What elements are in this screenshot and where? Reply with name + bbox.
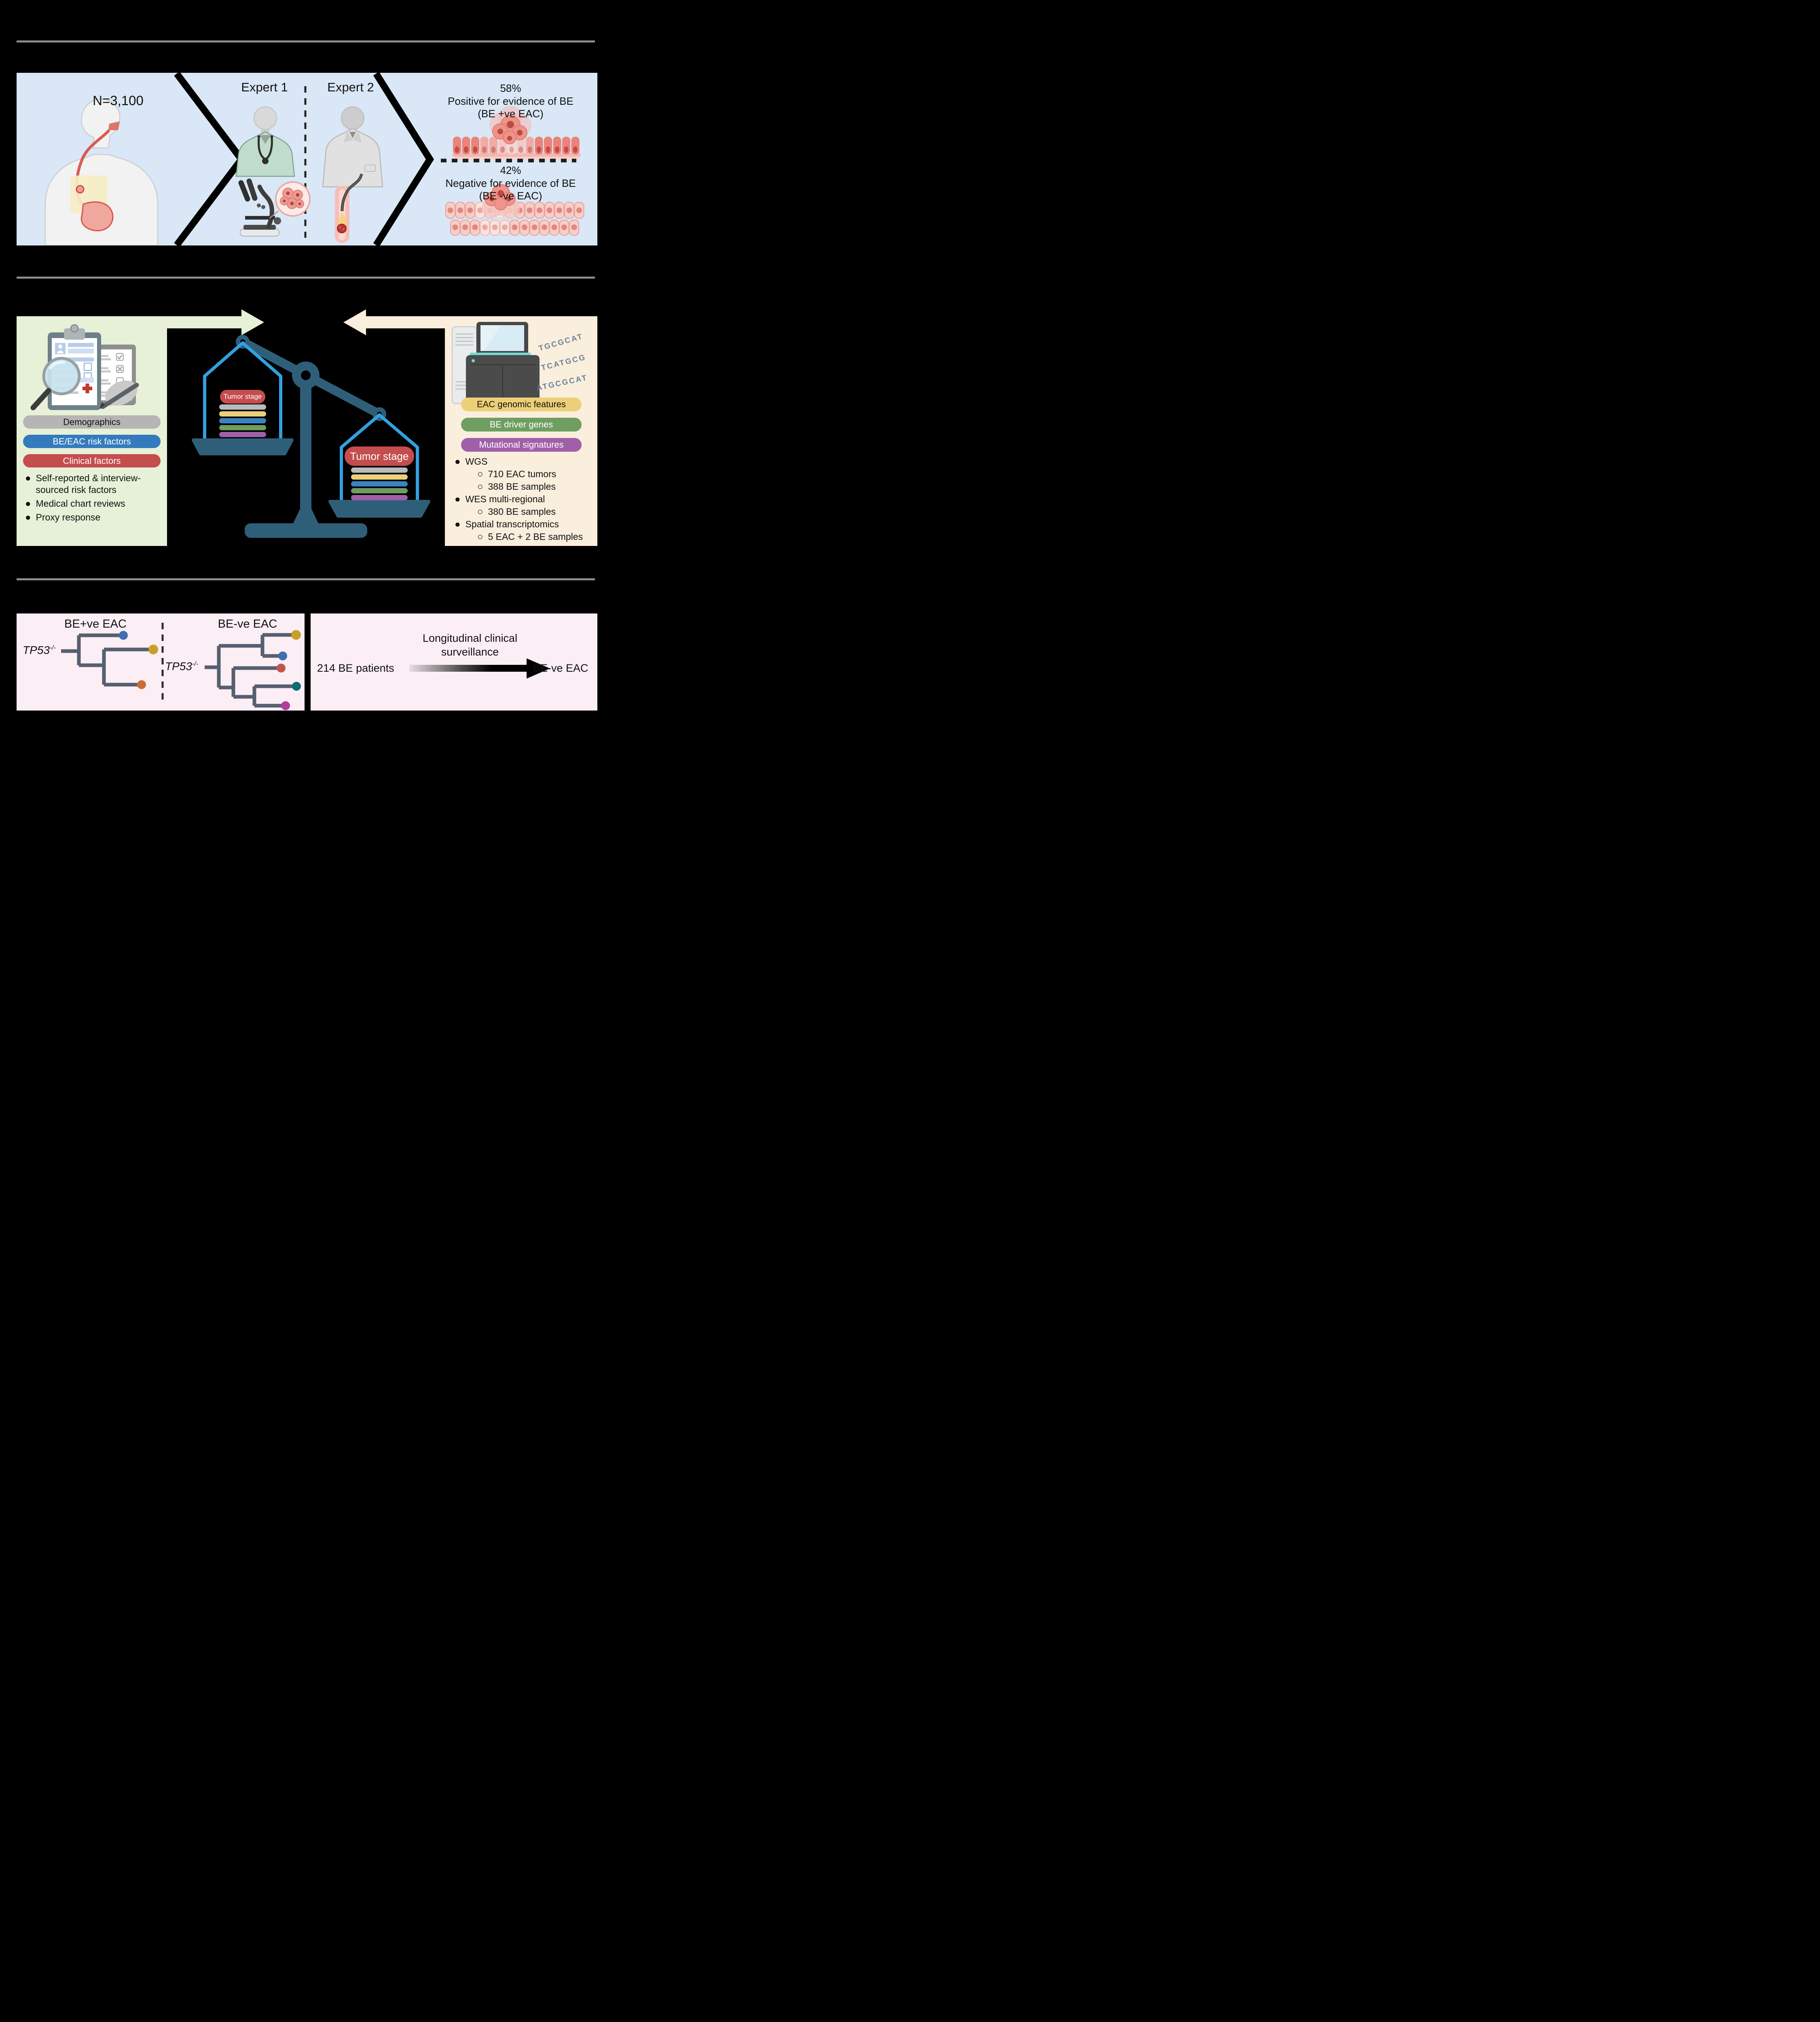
negative-summary: 42% Negative for evidence of BE (BE -ve … [439,164,582,203]
tumor-stage-stack-right [351,467,408,500]
negative-line1: Negative for evidence of BE [445,177,576,189]
positive-summary: 58% Positive for evidence of BE (BE +ve … [439,82,582,121]
negative-pct: 42% [500,164,521,176]
outcome-label: BE-ve EAC [533,662,588,674]
genomic-sub-wes-samples: ○ 380 BE samples [477,506,597,518]
pill-eac-genomic-features: EAC genomic features [461,398,582,411]
genomic-sub-be-samples: ○ 388 BE samples [477,480,597,493]
expert2-label: Expert 2 [327,80,374,94]
bullet-dot-icon: ● [25,512,31,523]
positive-line2: (BE +ve EAC) [478,108,544,120]
bullet-dot-icon: ● [25,473,31,484]
genomic-sub-spatial-samples: ○ 5 EAC + 2 BE samples [477,531,597,543]
gene-symbol: TP53 [165,660,192,673]
clinical-bullets: ● Self-reported & interview-sourced risk… [25,472,165,525]
genomic-bullet-wgs-text: WGS [465,456,488,467]
pill-be-driver-genes: BE driver genes [461,418,582,431]
genomic-bullet-spatial: ● Spatial transcriptomics [455,518,597,531]
gene-genotype: -/- [192,660,199,668]
section-divider-1 [17,40,595,42]
bullet-circle-icon: ○ [477,481,483,492]
genomic-sub-spatial-samples-text: 5 EAC + 2 BE samples [488,531,583,542]
tree-right-title: BE-ve EAC [218,618,277,630]
bullet-circle-icon: ○ [477,506,483,517]
genomic-sub-be-samples-text: 388 BE samples [488,481,556,492]
tumor-stage-right-pill: Tumor stage [345,446,414,466]
surveillance-label: Longitudinal clinical surveillance [412,632,528,659]
genomic-sub-eac-tumors-text: 710 EAC tumors [488,468,557,479]
clinical-arrow-icon [166,309,264,335]
clinical-bullet-1: ● Self-reported & interview-sourced risk… [25,472,165,496]
clinical-bullet-2-text: Medical chart reviews [36,498,125,509]
positive-pct: 58% [500,82,521,94]
clinical-bullet-1-text: Self-reported & interview-sourced risk f… [36,473,141,495]
tree-left-title: BE+ve EAC [64,618,127,630]
gene-genotype: -/- [49,644,56,651]
section-divider-2 [17,277,595,279]
bullet-dot-icon: ● [25,498,31,509]
gene-symbol: TP53 [23,644,50,656]
cohort-label: N=3,100 [93,93,144,108]
genomic-sub-wes-samples-text: 380 BE samples [488,506,556,517]
phylo-box [17,613,305,711]
tp53-label-left: TP53-/- [23,644,56,657]
clinical-bullet-3: ● Proxy response [25,512,165,524]
pill-clinical-factors: Clinical factors [23,454,161,467]
genomic-bullets: ● WGS ○ 710 EAC tumors ○ 388 BE samples … [455,455,597,543]
pill-risk-factors: BE/EAC risk factors [23,435,161,448]
clinical-bullet-3-text: Proxy response [36,512,101,522]
genomic-bullet-wes-text: WES multi-regional [465,493,545,504]
figure-page: N=3,100 Expert 1 Expert 2 58% Positive f… [0,0,607,728]
tp53-label-right: TP53-/- [165,660,198,673]
surveillance-label-line2: surveillance [441,645,499,658]
genomic-bullet-wes: ● WES multi-regional [455,493,597,506]
tumor-stage-left-pill: Tumor stage [220,390,265,404]
genomic-bullet-wgs: ● WGS [455,455,597,468]
genomic-arrow-icon [343,309,446,335]
clinical-bullet-2: ● Medical chart reviews [25,498,165,510]
genomic-sub-eac-tumors: ○ 710 EAC tumors [477,468,597,480]
pill-demographics: Demographics [23,415,161,429]
bullet-dot-icon: ● [455,456,461,467]
bullet-dot-icon: ● [455,518,461,530]
tumor-stage-stack-left [219,404,266,437]
expert1-label: Expert 1 [241,80,288,94]
genomic-bullet-spatial-text: Spatial transcriptomics [465,518,559,529]
section-divider-3 [17,578,595,580]
positive-line1: Positive for evidence of BE [448,95,574,107]
bullet-dot-icon: ● [455,493,461,505]
balance-scale-icon [192,335,430,538]
pill-mutational-signatures: Mutational signatures [461,438,582,452]
bullet-circle-icon: ○ [477,468,483,480]
bullet-circle-icon: ○ [477,531,483,542]
surveillance-label-line1: Longitudinal clinical [422,632,518,644]
patients-label: 214 BE patients [317,662,394,674]
negative-line2: (BE -ve EAC) [479,190,542,202]
